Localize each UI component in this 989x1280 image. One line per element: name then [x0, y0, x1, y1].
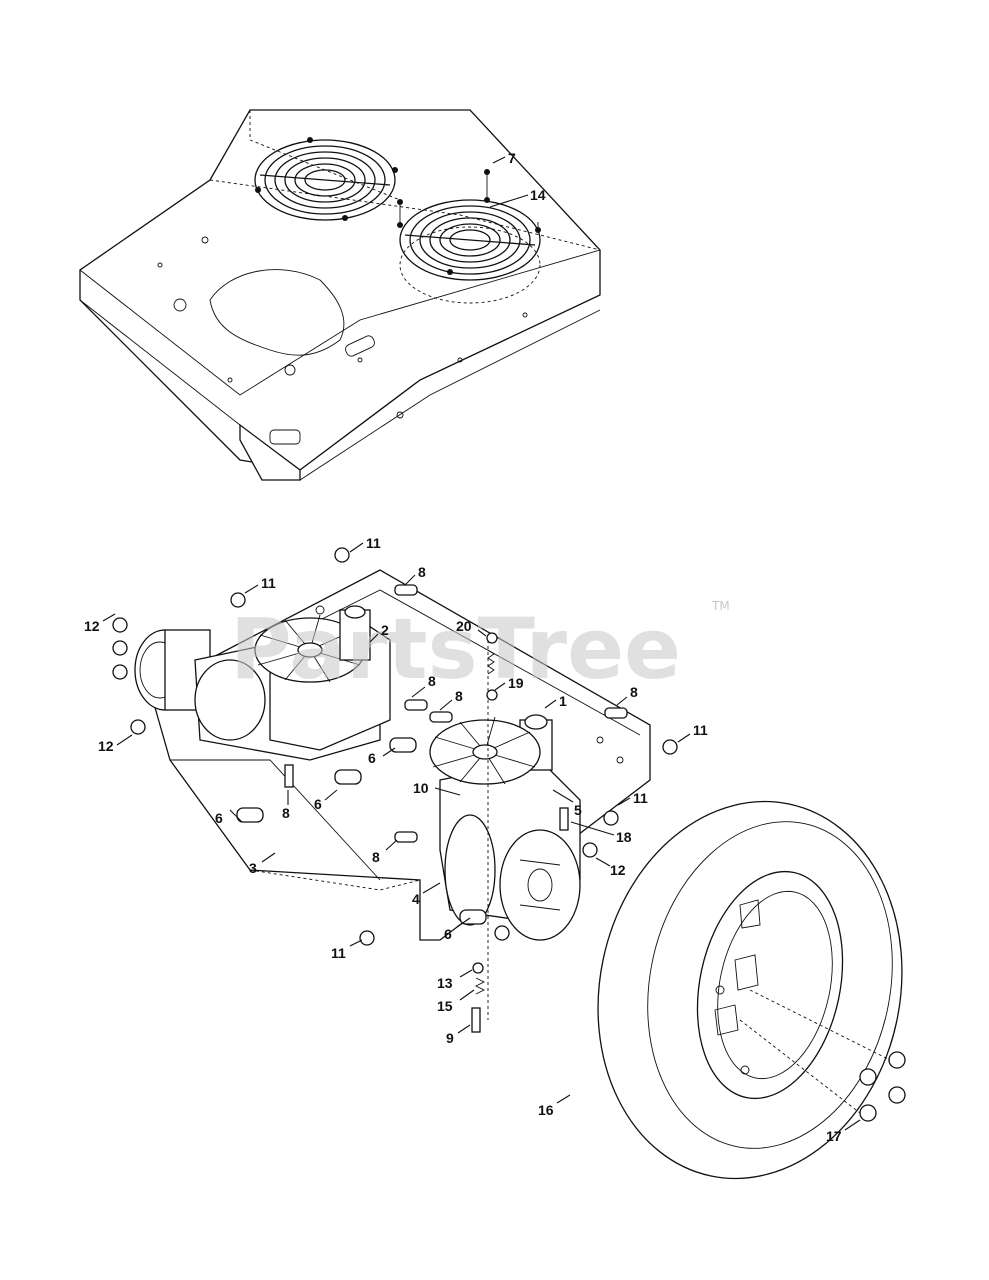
callout-5: 5: [574, 802, 582, 818]
callout-1: 1: [559, 693, 567, 709]
callout-8: 8: [630, 684, 638, 700]
callout-15: 15: [437, 998, 453, 1014]
callouts: 7 14 11 8 11 12 2 20 19 1 8 11 8 8 12 6: [84, 150, 861, 1144]
callout-9: 9: [446, 1030, 454, 1046]
callout-6: 6: [215, 810, 223, 826]
callout-12: 12: [98, 738, 114, 754]
callout-2: 2: [381, 622, 389, 638]
callout-14: 14: [530, 187, 546, 203]
callout-8: 8: [282, 805, 290, 821]
fan-guard-left: [254, 137, 398, 221]
callout-18: 18: [616, 829, 632, 845]
transaxle-left: [134, 605, 391, 761]
callout-20: 20: [456, 618, 472, 634]
bolts: [236, 584, 628, 925]
callout-8: 8: [372, 849, 380, 865]
callout-8: 8: [455, 688, 463, 704]
watermark-text: PartsTree: [230, 600, 681, 698]
callout-6: 6: [314, 796, 322, 812]
callout-13: 13: [437, 975, 453, 991]
transaxle-right: [429, 714, 581, 941]
callout-4: 4: [412, 891, 420, 907]
callout-8: 8: [418, 564, 426, 580]
drive-wheel: [597, 800, 906, 1180]
callout-19: 19: [508, 675, 524, 691]
callout-6: 6: [444, 926, 452, 942]
watermark-trademark: TM: [711, 599, 730, 613]
cooling-fan-right: [429, 716, 541, 785]
callout-12: 12: [610, 862, 626, 878]
cooling-fan-left: [254, 614, 366, 683]
callout-16: 16: [538, 1102, 554, 1118]
callout-11: 11: [331, 945, 346, 961]
callout-17: 17: [826, 1128, 842, 1144]
callout-11: 11: [633, 790, 648, 806]
callout-3: 3: [249, 860, 257, 876]
nuts: [112, 547, 678, 946]
callout-8: 8: [428, 673, 436, 689]
callout-12: 12: [84, 618, 100, 634]
callout-7: 7: [508, 150, 516, 166]
fan-guard-right: [397, 169, 541, 304]
linkage-stack: [471, 632, 498, 1033]
callout-10: 10: [413, 780, 429, 796]
callout-11: 11: [693, 722, 708, 738]
callout-6: 6: [368, 750, 376, 766]
callout-11: 11: [366, 535, 381, 551]
callout-11: 11: [261, 575, 276, 591]
